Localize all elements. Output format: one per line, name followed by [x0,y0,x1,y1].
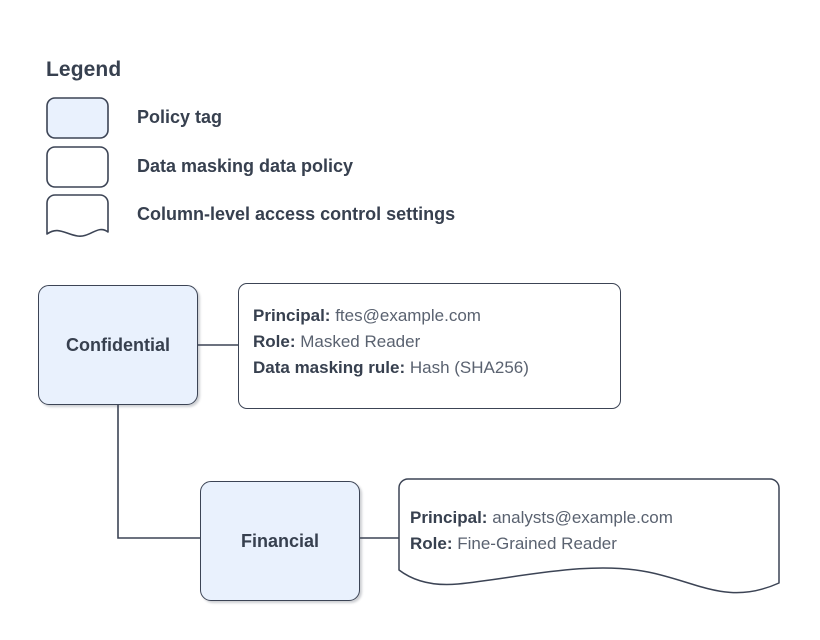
detail-line-key: Principal: [410,508,488,527]
node-confidential[interactable]: Confidential [38,285,198,405]
node-label: Confidential [66,334,170,355]
detail-line: Role: Fine-Grained Reader [410,531,780,557]
legend-title: Legend [46,58,122,81]
detail-line-value: ftes@example.com [335,306,481,325]
node-financial[interactable]: Financial [200,481,360,601]
legend-item-data-masking-policy: Data masking data policy [46,146,353,188]
detail-line-key: Data masking rule: [253,358,406,377]
policy-tag-swatch-icon [46,97,109,139]
detail-line-value: Fine-Grained Reader [457,534,617,553]
legend-item-label: Data masking data policy [137,156,354,177]
data-policy-swatch-icon [46,146,109,188]
detail-line-value: Masked Reader [300,332,421,351]
legend-item-column-access-control: Column-level access control settings [46,194,456,237]
detail-line-key: Role: [410,534,453,553]
wavy-bottom-shape-icon [398,478,780,594]
detail-line-key: Role: [253,332,296,351]
detail-line-value: analysts@example.com [492,508,673,527]
detail-box-financial[interactable]: Principal: analysts@example.com Role: Fi… [398,478,780,598]
node-label: Financial [240,530,320,551]
detail-box-content: Principal: ftes@example.com Role: Masked… [239,284,620,381]
detail-line: Principal: analysts@example.com [410,505,780,531]
access-control-swatch-icon [46,194,109,237]
detail-line: Principal: ftes@example.com [253,303,620,329]
detail-box-confidential[interactable]: Principal: ftes@example.com Role: Masked… [238,283,621,409]
legend-item-label: Column-level access control settings [137,204,456,225]
detail-line: Data masking rule: Hash (SHA256) [253,355,620,381]
detail-box-content: Principal: analysts@example.com Role: Fi… [398,478,780,557]
legend-item-policy-tag: Policy tag [46,97,222,139]
legend-item-label: Policy tag [137,107,223,128]
detail-line-value: Hash (SHA256) [409,358,529,377]
detail-line: Role: Masked Reader [253,329,620,355]
detail-line-key: Principal: [253,306,331,325]
